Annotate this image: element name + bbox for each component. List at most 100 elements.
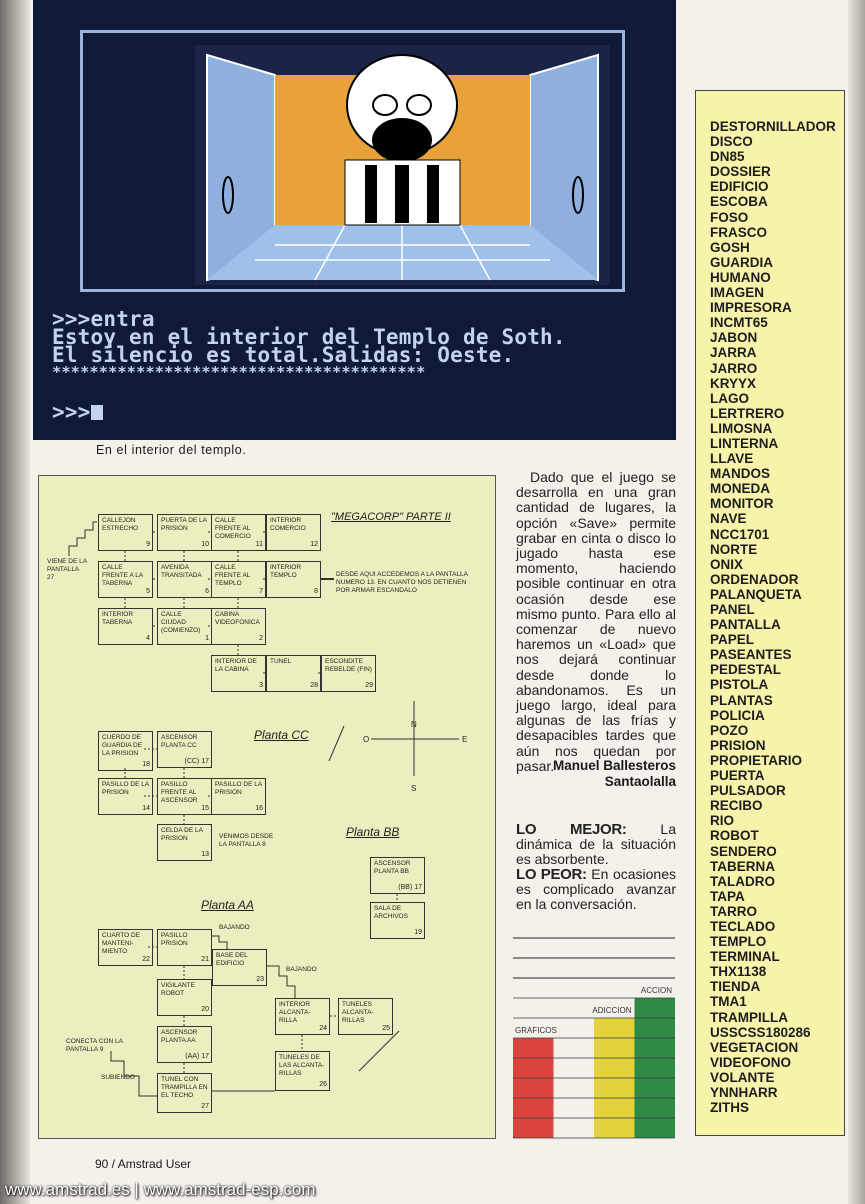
vocabulary-word: PRISION — [710, 737, 766, 753]
room-name: CUARTO DE MANTENI-MIENTO — [102, 932, 141, 955]
room-name: PASILLO FRENTE AL ASCENSOR — [161, 781, 198, 804]
vocabulary-word: PANEL — [710, 602, 755, 617]
vocabulary-word: FRASCO — [710, 224, 767, 240]
vocabulary-word: TAPA — [710, 888, 745, 904]
map-room: INTERIOR TABERNA 4 — [98, 608, 153, 645]
vocabulary-word: NAVE — [710, 511, 747, 527]
room-name: PUERTA DE LA PRISION — [161, 517, 207, 532]
rating-bar — [634, 998, 675, 1138]
compass-south: S — [411, 784, 417, 793]
vocabulary-word: TERMINAL — [710, 949, 780, 965]
room-name: INTERIOR COMERCIO — [270, 517, 306, 532]
room-name: TUNEL CON TRAMPILLA EN EL TECHO — [161, 1076, 208, 1099]
room-number: 24 — [319, 1025, 327, 1032]
rating-label: GRAFICOS — [515, 1026, 557, 1035]
room-number: 18 — [142, 761, 150, 768]
article-body: Dado que el juego se desarrolla en una g… — [516, 469, 676, 774]
vocabulary-word: PUERTA — [710, 768, 765, 784]
room-name: PASILLO DE LA PRISION — [102, 781, 149, 796]
author-surname: Santaolalla — [604, 774, 676, 789]
vocabulary-word: JARRA — [710, 345, 757, 361]
temple-scene-illustration — [195, 45, 610, 285]
vocabulary-word: ORDENADOR — [710, 571, 799, 587]
lo-peor-text: En ocasiones es complicado avanzar en la… — [516, 866, 676, 912]
room-number: 6 — [205, 588, 209, 595]
lo-mejor: LO MEJOR: La dinámica de la situación es… — [516, 822, 676, 867]
room-name: CABINA VIDEOFONICA — [215, 611, 260, 626]
vocabulary-word: MONITOR — [710, 496, 774, 512]
lo-mejor-text: La dinámica de la situación es absorbent… — [516, 821, 677, 867]
room-number: 3 — [259, 682, 263, 689]
vocabulary-word: MANDOS — [710, 466, 770, 482]
vocabulary-word: NCC1701 — [710, 526, 770, 542]
room-number: 19 — [414, 929, 422, 936]
compass-east: E — [462, 735, 468, 744]
vocabulary-word: TIENDA — [710, 979, 761, 995]
room-number: 29 — [365, 682, 373, 689]
map-room: ASCENSOR Planta AA(aa) 17 — [157, 1026, 212, 1063]
vocabulary-word: DN85 — [710, 149, 745, 165]
lo-mejor-label: LO MEJOR: — [516, 821, 627, 838]
room-name: ASCENSOR Planta CC — [161, 734, 198, 749]
room-name: ESCONDITE REBELDE (FIN) — [325, 658, 372, 673]
vocabulary-word: NORTE — [710, 541, 758, 557]
vocabulary-word: FOSO — [710, 209, 749, 225]
vocabulary-word: KRYYX — [710, 375, 757, 391]
vocabulary-word: PAPEL — [710, 632, 755, 648]
room-number: 5 — [146, 588, 150, 595]
room-number: (cc) 17 — [184, 758, 209, 765]
map-room: INTERIOR ALCANTA-RILLA 24 — [275, 998, 330, 1035]
vocabulary-word: TMA1 — [710, 994, 747, 1010]
page-edge — [848, 0, 865, 1204]
vocabulary-word: RECIBO — [710, 798, 763, 814]
compass-north: N — [411, 720, 417, 729]
room-number: 14 — [142, 805, 150, 812]
room-number: 1 — [205, 635, 209, 642]
vocabulary-word: PLANTAS — [710, 692, 773, 708]
room-number: 4 — [146, 635, 150, 642]
vocabulary-word: TALADRO — [710, 873, 775, 889]
room-name: CALLE FRENTE A LA TABERNA — [102, 564, 143, 587]
room-name: INTERIOR ALCANTA-RILLA — [279, 1001, 311, 1024]
vocabulary-word: PROPIETARIO — [710, 752, 803, 768]
room-name: PASILLO DE LA PRISION — [215, 781, 262, 796]
map-title: "MEGACORP" PARTE II — [331, 511, 451, 523]
room-name: ASCENSOR Planta AA — [161, 1029, 198, 1044]
note-bajando: BAJANDO — [286, 966, 317, 973]
author-name: Manuel Ballesteros — [552, 758, 676, 773]
rating-label: ACCION — [641, 986, 672, 995]
room-number: 8 — [314, 588, 318, 595]
room-name: ASCENSOR Planta BB — [374, 860, 411, 875]
vocabulary-word: POZO — [710, 722, 749, 738]
vocabulary-word: PANTALLA — [710, 617, 781, 633]
vocabulary-word: ONIX — [710, 556, 744, 572]
game-map: "MEGACORP" PARTE II VIENE DE LA PANTALLA… — [38, 475, 496, 1139]
vocabulary-word: DOSSIER — [710, 164, 771, 180]
vocabulary-word: PISTOLA — [710, 677, 769, 693]
vocabulary-word: PASEANTES — [710, 647, 792, 663]
room-number: 15 — [201, 805, 209, 812]
vocabulary-word: TRAMPILLA — [710, 1009, 788, 1025]
room-number: 23 — [256, 976, 264, 983]
room-name: PASILLO PRISION — [161, 932, 188, 947]
room-number: 7 — [259, 588, 263, 595]
room-number: 26 — [319, 1081, 327, 1088]
room-number: 28 — [310, 682, 318, 689]
room-number: 9 — [146, 541, 150, 548]
room-name: SALA DE ARCHIVOS — [374, 905, 408, 920]
terminal-command: >>>entra — [52, 307, 155, 331]
room-name: INTERIOR TABERNA — [102, 611, 134, 626]
vocabulary-word: ROBOT — [710, 828, 759, 844]
